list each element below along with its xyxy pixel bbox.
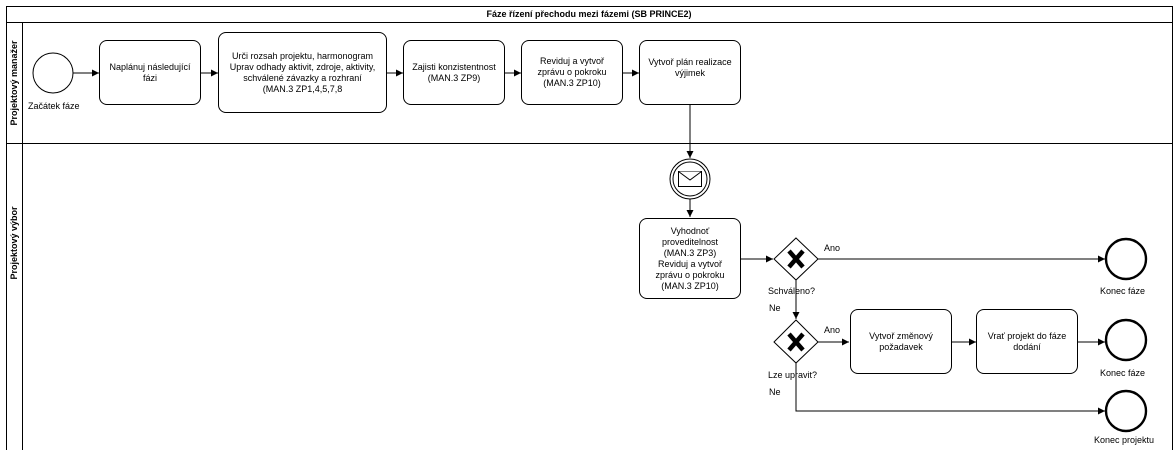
task-review-progress-report[interactable]: Reviduj a vytvoř zprávu o pokroku (MAN.3… xyxy=(521,40,623,105)
end-event-phase-1[interactable] xyxy=(1104,237,1148,281)
end-event-project[interactable] xyxy=(1104,389,1148,433)
task-assess-feasibility[interactable]: Vyhodnoť proveditelnost (MAN.3 ZP3) Revi… xyxy=(639,218,741,299)
pool-title: Fáze řízení přechodu mezi fázemi (SB PRI… xyxy=(486,9,692,19)
task-plan-next-phase[interactable]: Naplánuj následující fázi xyxy=(99,40,201,105)
gateway-can-adjust-no-label: Ne xyxy=(769,387,781,397)
task-create-change-request[interactable]: Vytvoř změnový požadavek xyxy=(850,309,952,374)
gateway-approved-yes-label: Ano xyxy=(824,243,841,253)
sequence-flows xyxy=(73,69,1105,415)
envelope-outline-icon xyxy=(678,171,702,187)
end-event-phase-2[interactable] xyxy=(1104,318,1148,362)
task-ensure-consistency[interactable]: Zajisti konzistentnost (MAN.3 ZP9) xyxy=(403,40,505,105)
pool-frame xyxy=(6,6,1173,450)
task-exception-plan[interactable]: Vytvoř plán realizace výjimek xyxy=(639,40,741,105)
start-event-label: Začátek fáze xyxy=(28,101,80,111)
gateway-can-adjust-label: Lze upravit? xyxy=(768,370,818,380)
exclusive-gateway-x-icon xyxy=(787,332,805,352)
gateway-can-adjust-yes-label: Ano xyxy=(824,325,841,335)
task-define-scope[interactable]: Urči rozsah projektu, harmonogram Uprav … xyxy=(218,32,387,113)
lane-label-board: Projektový výbor xyxy=(9,206,19,280)
task-return-to-delivery[interactable]: Vrať projekt do fáze dodání xyxy=(976,309,1078,374)
lane-label-manager: Projektový manažer xyxy=(9,40,19,126)
end-event-phase-2-label: Konec fáze xyxy=(1100,368,1146,378)
end-event-phase-1-label: Konec fáze xyxy=(1100,286,1146,296)
exclusive-gateway-x-icon xyxy=(787,249,805,269)
gateway-approved-label: Schváleno? xyxy=(768,286,816,296)
gateway-approved-no-label: Ne xyxy=(769,303,781,313)
end-event-project-label: Konec projektu xyxy=(1094,435,1155,445)
start-event[interactable] xyxy=(32,52,74,94)
